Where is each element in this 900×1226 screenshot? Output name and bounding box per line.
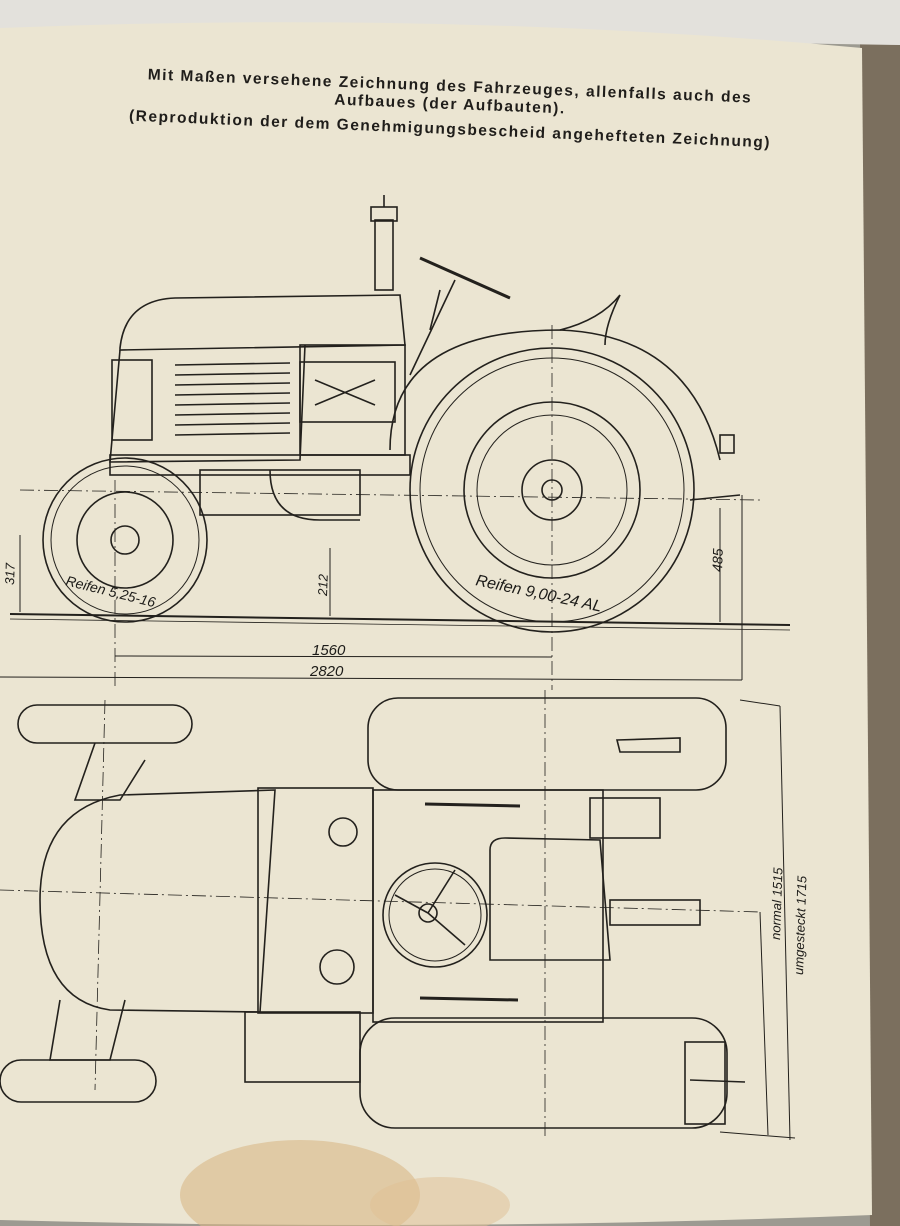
dim-total-length: 2820 [309,663,344,680]
page-edge [860,40,900,1226]
dim-track-normal: normal 1515 [768,867,786,941]
dimension-lines [0,495,743,681]
seat-top [489,837,611,961]
rear-tire-label: Reifen 9,00-24 AL [474,572,603,615]
exhaust-stack [374,219,394,291]
stain [180,1140,420,1226]
front-wheel [42,457,208,623]
dim-front-height: 317 [2,562,18,585]
dim-wheelbase: 1560 [312,642,346,659]
seat [559,294,621,346]
grille [174,362,291,436]
steering-wheel-side [419,256,511,300]
top-view-drawing [0,690,796,1141]
track-dimension-lines [719,699,796,1141]
hood [119,294,406,351]
front-tire-label: Reifen 5,25-16 [64,572,157,610]
ground-line [9,613,791,626]
dim-track-extended: umgesteckt 1715 [791,875,809,975]
dim-clearance: 212 [315,573,331,597]
rear-fender [389,329,721,461]
hood-top [39,789,276,1013]
side-view-drawing [0,195,791,690]
steering-wheel-top [382,862,488,968]
dim-hitch-height: 485 [709,548,726,572]
